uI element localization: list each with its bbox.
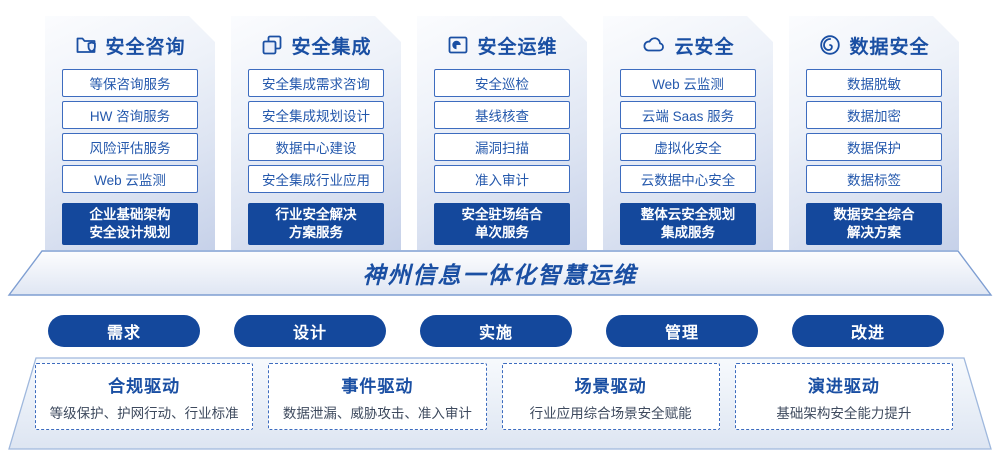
service-item: 漏洞扫描	[434, 133, 570, 161]
driver-title: 事件驱动	[341, 376, 414, 396]
folder-shield-icon	[74, 33, 98, 57]
column-footer-solution: 整体云安全规划 集成服务	[620, 203, 756, 245]
service-item: 安全集成行业应用	[248, 165, 384, 193]
data-spiral-icon	[818, 33, 842, 57]
phase-pill-management: 管理	[606, 315, 758, 347]
folder-pie-icon	[446, 33, 470, 57]
column-header: 安全咨询	[62, 27, 198, 63]
column-header: 数据安全	[806, 27, 942, 63]
service-item: 安全巡检	[434, 69, 570, 97]
copy-documents-icon	[260, 33, 284, 57]
driver-compliance: 合规驱动 等级保护、护网行动、行业标准	[35, 363, 254, 430]
service-item: 数据保护	[806, 133, 942, 161]
column-title: 安全咨询	[105, 36, 186, 58]
service-item: 等保咨询服务	[62, 69, 198, 97]
column-header: 安全运维	[434, 27, 570, 63]
column-security-integration: 安全集成 安全集成需求咨询 安全集成规划设计 数据中心建设 安全集成行业应用 行…	[231, 16, 401, 250]
service-items: 安全巡检 基线核查 漏洞扫描 准入审计	[434, 69, 570, 193]
driver-scenario: 场景驱动 行业应用综合场景安全赋能	[501, 363, 720, 430]
driver-desc: 等级保护、护网行动、行业标准	[49, 405, 239, 421]
column-title: 安全运维	[477, 36, 558, 58]
column-header: 安全集成	[248, 27, 384, 63]
phase-pill-implementation: 实施	[420, 315, 572, 347]
service-item: Web 云监测	[620, 69, 756, 97]
driver-desc: 基础架构安全能力提升	[776, 405, 912, 421]
driver-incident: 事件驱动 数据泄漏、威胁攻击、准入审计	[268, 363, 487, 430]
service-items: 等保咨询服务 HW 咨询服务 风险评估服务 Web 云监测	[62, 69, 198, 193]
service-item: 准入审计	[434, 165, 570, 193]
service-item: 基线核查	[434, 101, 570, 129]
service-item: HW 咨询服务	[62, 101, 198, 129]
driver-desc: 行业应用综合场景安全赋能	[529, 405, 692, 421]
driver-title: 演进驱动	[807, 376, 880, 396]
service-items: 数据脱敏 数据加密 数据保护 数据标签	[806, 69, 942, 193]
banner-trapezoid	[7, 250, 993, 296]
service-item: 数据中心建设	[248, 133, 384, 161]
driver-evolution: 演进驱动 基础架构安全能力提升	[734, 363, 953, 430]
column-title: 云安全	[674, 36, 735, 58]
service-items: 安全集成需求咨询 安全集成规划设计 数据中心建设 安全集成行业应用	[248, 69, 384, 193]
service-item: 虚拟化安全	[620, 133, 756, 161]
service-columns: 安全咨询 等保咨询服务 HW 咨询服务 风险评估服务 Web 云监测 企业基础架…	[45, 16, 959, 250]
phase-pill-requirement: 需求	[48, 315, 200, 347]
service-item: 云端 Saas 服务	[620, 101, 756, 129]
column-title: 数据安全	[849, 36, 930, 58]
service-item: 风险评估服务	[62, 133, 198, 161]
service-item: Web 云监测	[62, 165, 198, 193]
column-security-consulting: 安全咨询 等保咨询服务 HW 咨询服务 风险评估服务 Web 云监测 企业基础架…	[45, 16, 215, 250]
driver-title: 合规驱动	[108, 376, 181, 396]
column-data-security: 数据安全 数据脱敏 数据加密 数据保护 数据标签 数据安全综合 解决方案	[789, 16, 959, 250]
service-item: 数据脱敏	[806, 69, 942, 97]
service-items: Web 云监测 云端 Saas 服务 虚拟化安全 云数据中心安全	[620, 69, 756, 193]
service-item: 数据标签	[806, 165, 942, 193]
column-footer-solution: 行业安全解决 方案服务	[248, 203, 384, 245]
phase-pill-improvement: 改进	[792, 315, 944, 347]
service-item: 云数据中心安全	[620, 165, 756, 193]
cloud-icon	[641, 33, 667, 57]
service-item: 数据加密	[806, 101, 942, 129]
column-footer-solution: 安全驻场结合 单次服务	[434, 203, 570, 245]
column-cloud-security: 云安全 Web 云监测 云端 Saas 服务 虚拟化安全 云数据中心安全 整体云…	[603, 16, 773, 250]
service-item: 安全集成规划设计	[248, 101, 384, 129]
column-security-operations: 安全运维 安全巡检 基线核查 漏洞扫描 准入审计 安全驻场结合 单次服务	[417, 16, 587, 250]
banner-title: 神州信息一体化智慧运维	[362, 262, 638, 288]
column-header: 云安全	[620, 27, 756, 63]
phase-pill-design: 设计	[234, 315, 386, 347]
driver-desc: 数据泄漏、威胁攻击、准入审计	[282, 405, 472, 421]
driver-boxes: 合规驱动 等级保护、护网行动、行业标准 事件驱动 数据泄漏、威胁攻击、准入审计 …	[35, 363, 953, 430]
service-item: 安全集成需求咨询	[248, 69, 384, 97]
column-footer-solution: 企业基础架构 安全设计规划	[62, 203, 198, 245]
column-title: 安全集成	[291, 36, 372, 58]
column-footer-solution: 数据安全综合 解决方案	[806, 203, 942, 245]
phase-pills: 需求 设计 实施 管理 改进	[48, 315, 944, 347]
driver-title: 场景驱动	[574, 376, 647, 396]
